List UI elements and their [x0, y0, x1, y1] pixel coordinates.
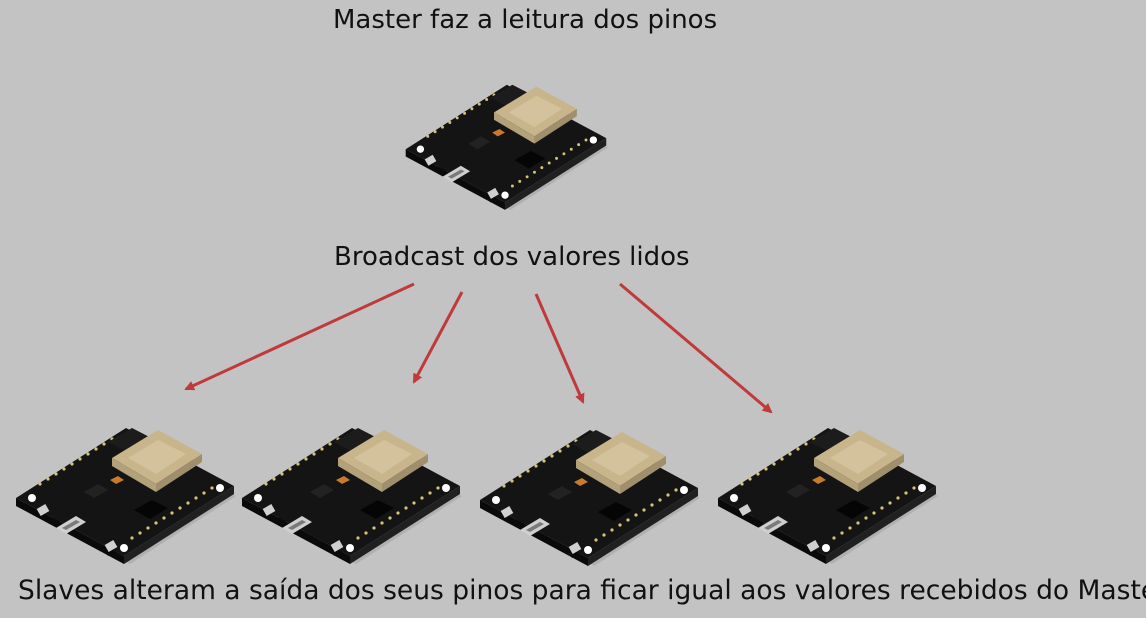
broadcast-arrow: [412, 291, 464, 384]
master-board-icon: [405, 84, 609, 210]
slave-board-icon: [242, 428, 462, 564]
master-caption: Master faz a leitura dos pinos: [333, 5, 718, 35]
slave-board-icon: [718, 428, 938, 564]
broadcast-caption: Broadcast dos valores lidos: [334, 242, 690, 272]
broadcast-arrow: [184, 282, 415, 391]
slave-board-icon: [16, 428, 236, 564]
slave-board-icon: [480, 430, 700, 566]
broadcast-arrow: [534, 293, 585, 404]
slaves-caption: Slaves alteram a saída dos seus pinos pa…: [18, 575, 1146, 606]
broadcast-arrow: [619, 282, 773, 414]
